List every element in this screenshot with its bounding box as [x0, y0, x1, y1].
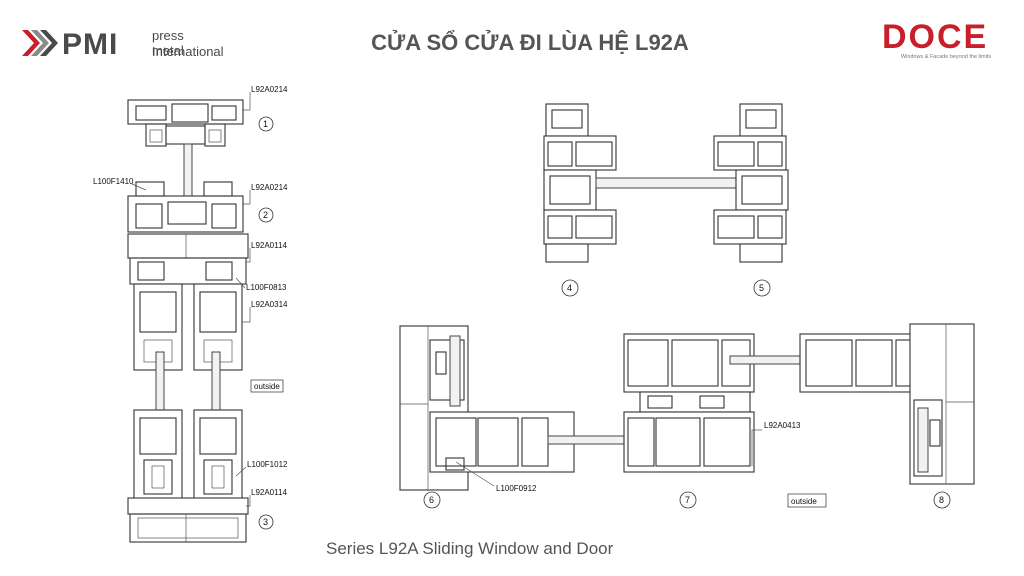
detail-number-4: 4	[567, 283, 572, 293]
label-l100f1012: L100F1012	[247, 460, 288, 469]
label-l92a0214-top: L92A0214	[251, 85, 288, 94]
bottom-right-section: L92A0413 L100F0912 outside 6 7 8	[399, 323, 975, 509]
detail-number-3: 3	[263, 517, 268, 527]
doce-brand-text: DOCE	[882, 18, 989, 56]
label-l92a0413: L92A0413	[764, 421, 801, 430]
label-l92a0214-mid: L92A0214	[251, 183, 288, 192]
detail-number-5: 5	[759, 283, 764, 293]
label-l100f0813: L100F0813	[246, 283, 287, 292]
pmi-tagline-2: International	[152, 44, 224, 59]
label-outside-right: outside	[791, 497, 817, 506]
pmi-tagline-1: press metal	[152, 28, 184, 58]
detail-number-6: 6	[429, 495, 434, 505]
doce-logo: DOCE Windows & Facade beyond the limits	[878, 18, 1014, 68]
label-l92a0114-top: L92A0114	[251, 241, 287, 250]
footer-caption: Series L92A Sliding Window and Door	[326, 539, 614, 558]
pmi-logo: PMI press metal International	[22, 26, 224, 66]
label-outside-left: outside	[254, 382, 280, 391]
pmi-brand-text: PMI	[62, 28, 119, 61]
label-l100f0912: L100F0912	[496, 484, 537, 493]
detail-number-1: 1	[263, 119, 268, 129]
sill-profile	[129, 513, 247, 543]
detail-number-8: 8	[939, 495, 944, 505]
doce-tagline: Windows & Facade beyond the limits	[900, 54, 992, 60]
top-right-section: 4 5	[543, 103, 789, 297]
detail-number-7: 7	[685, 495, 690, 505]
left-vertical-section: L92A0214 L100F1410 L92A0214 L92A0114 L10…	[93, 85, 288, 543]
page-title: CỬA SỔ CỬA ĐI LÙA HỆ L92A	[371, 30, 689, 55]
transom-profile	[127, 195, 244, 233]
detail-number-2: 2	[263, 210, 268, 220]
pmi-logo-mark-icon	[22, 30, 58, 56]
label-l92a0314: L92A0314	[251, 300, 288, 309]
label-l92a0114-bottom: L92A0114	[251, 488, 287, 497]
label-l100f1410: L100F1410	[93, 177, 134, 186]
